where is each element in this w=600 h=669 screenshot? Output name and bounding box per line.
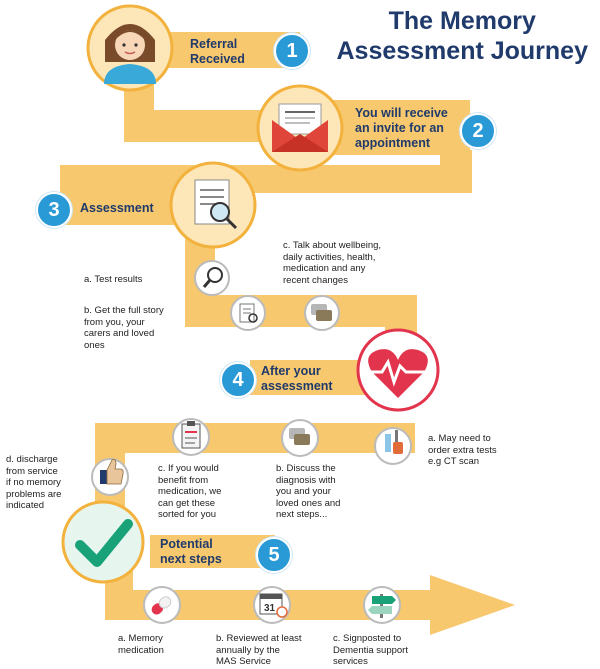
after-note-c: c. If you would benefit from medication,…	[158, 463, 222, 520]
checkmark-circle	[61, 500, 145, 584]
speech-bubbles-icon	[311, 304, 332, 321]
page-title: The Memory Assessment Journey	[336, 7, 588, 65]
speech-bubbles-icon-2	[289, 428, 310, 445]
assessment-note-a: a. Test results	[84, 274, 143, 285]
step4-banner	[250, 360, 380, 395]
step5-banner	[150, 535, 275, 568]
next-note-a: a. Memory medication	[118, 633, 164, 656]
assessment-note-b: b. Get the full story from you, your car…	[84, 305, 164, 351]
magnifier-circle	[194, 260, 230, 296]
checkmark-icon	[75, 519, 133, 567]
after-note-d: d. discharge from service if no memory p…	[6, 454, 62, 511]
next-note-b: b. Reviewed at least annually by the MAS…	[216, 633, 302, 667]
lab-test-icon	[385, 430, 403, 454]
final-arrow-head	[430, 575, 515, 635]
step3-label: Assessment	[80, 201, 154, 215]
step4-number: 4	[220, 362, 256, 398]
signpost-icon	[368, 594, 396, 618]
after-note-b: b. Discuss the diagnosis with you and yo…	[276, 463, 341, 520]
step3-banner	[60, 190, 180, 225]
step2-banner	[300, 100, 470, 155]
thumbs-up-icon	[100, 459, 124, 485]
after-note-a: a. May need to order extra tests e.g CT …	[428, 433, 497, 467]
step5-number: 5	[256, 537, 292, 573]
magnifier-icon	[202, 267, 223, 288]
calendar-icon: 31	[259, 593, 288, 618]
heart-rate-icon	[368, 349, 428, 398]
document-magnifier-icon	[239, 303, 258, 323]
envelope-icon	[272, 103, 328, 152]
step2-number: 2	[460, 113, 496, 149]
clipboard-icon	[181, 421, 201, 449]
document-search-icon	[194, 179, 238, 230]
person-avatar-icon	[104, 24, 156, 84]
step1-number: 1	[274, 33, 310, 69]
step3-number: 3	[36, 192, 72, 228]
step1-banner	[150, 32, 300, 68]
pill-icon	[151, 596, 172, 615]
assessment-note-c: c. Talk about wellbeing, daily activitie…	[283, 240, 382, 286]
next-note-c: c. Signposted to Dementia support servic…	[333, 633, 408, 667]
svg-text:31: 31	[264, 603, 276, 614]
